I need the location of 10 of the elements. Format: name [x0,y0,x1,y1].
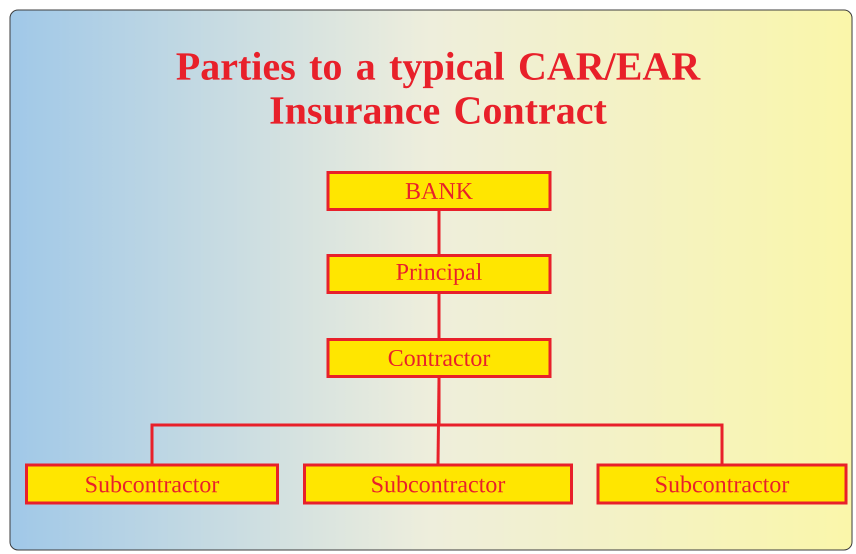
connector-line [438,378,724,464]
party-box: BANK [326,171,552,211]
title: Parties to a typical CAR/EAR Insurance Contract [176,52,701,124]
party-box: Contractor [326,338,552,378]
party-box: Principal [326,254,552,294]
party-box: Subcontractor [303,464,573,504]
party-box: Subcontractor [596,464,848,504]
party-box: Subcontractor [25,464,279,504]
connector-line [438,211,440,254]
connector-line [438,294,440,338]
